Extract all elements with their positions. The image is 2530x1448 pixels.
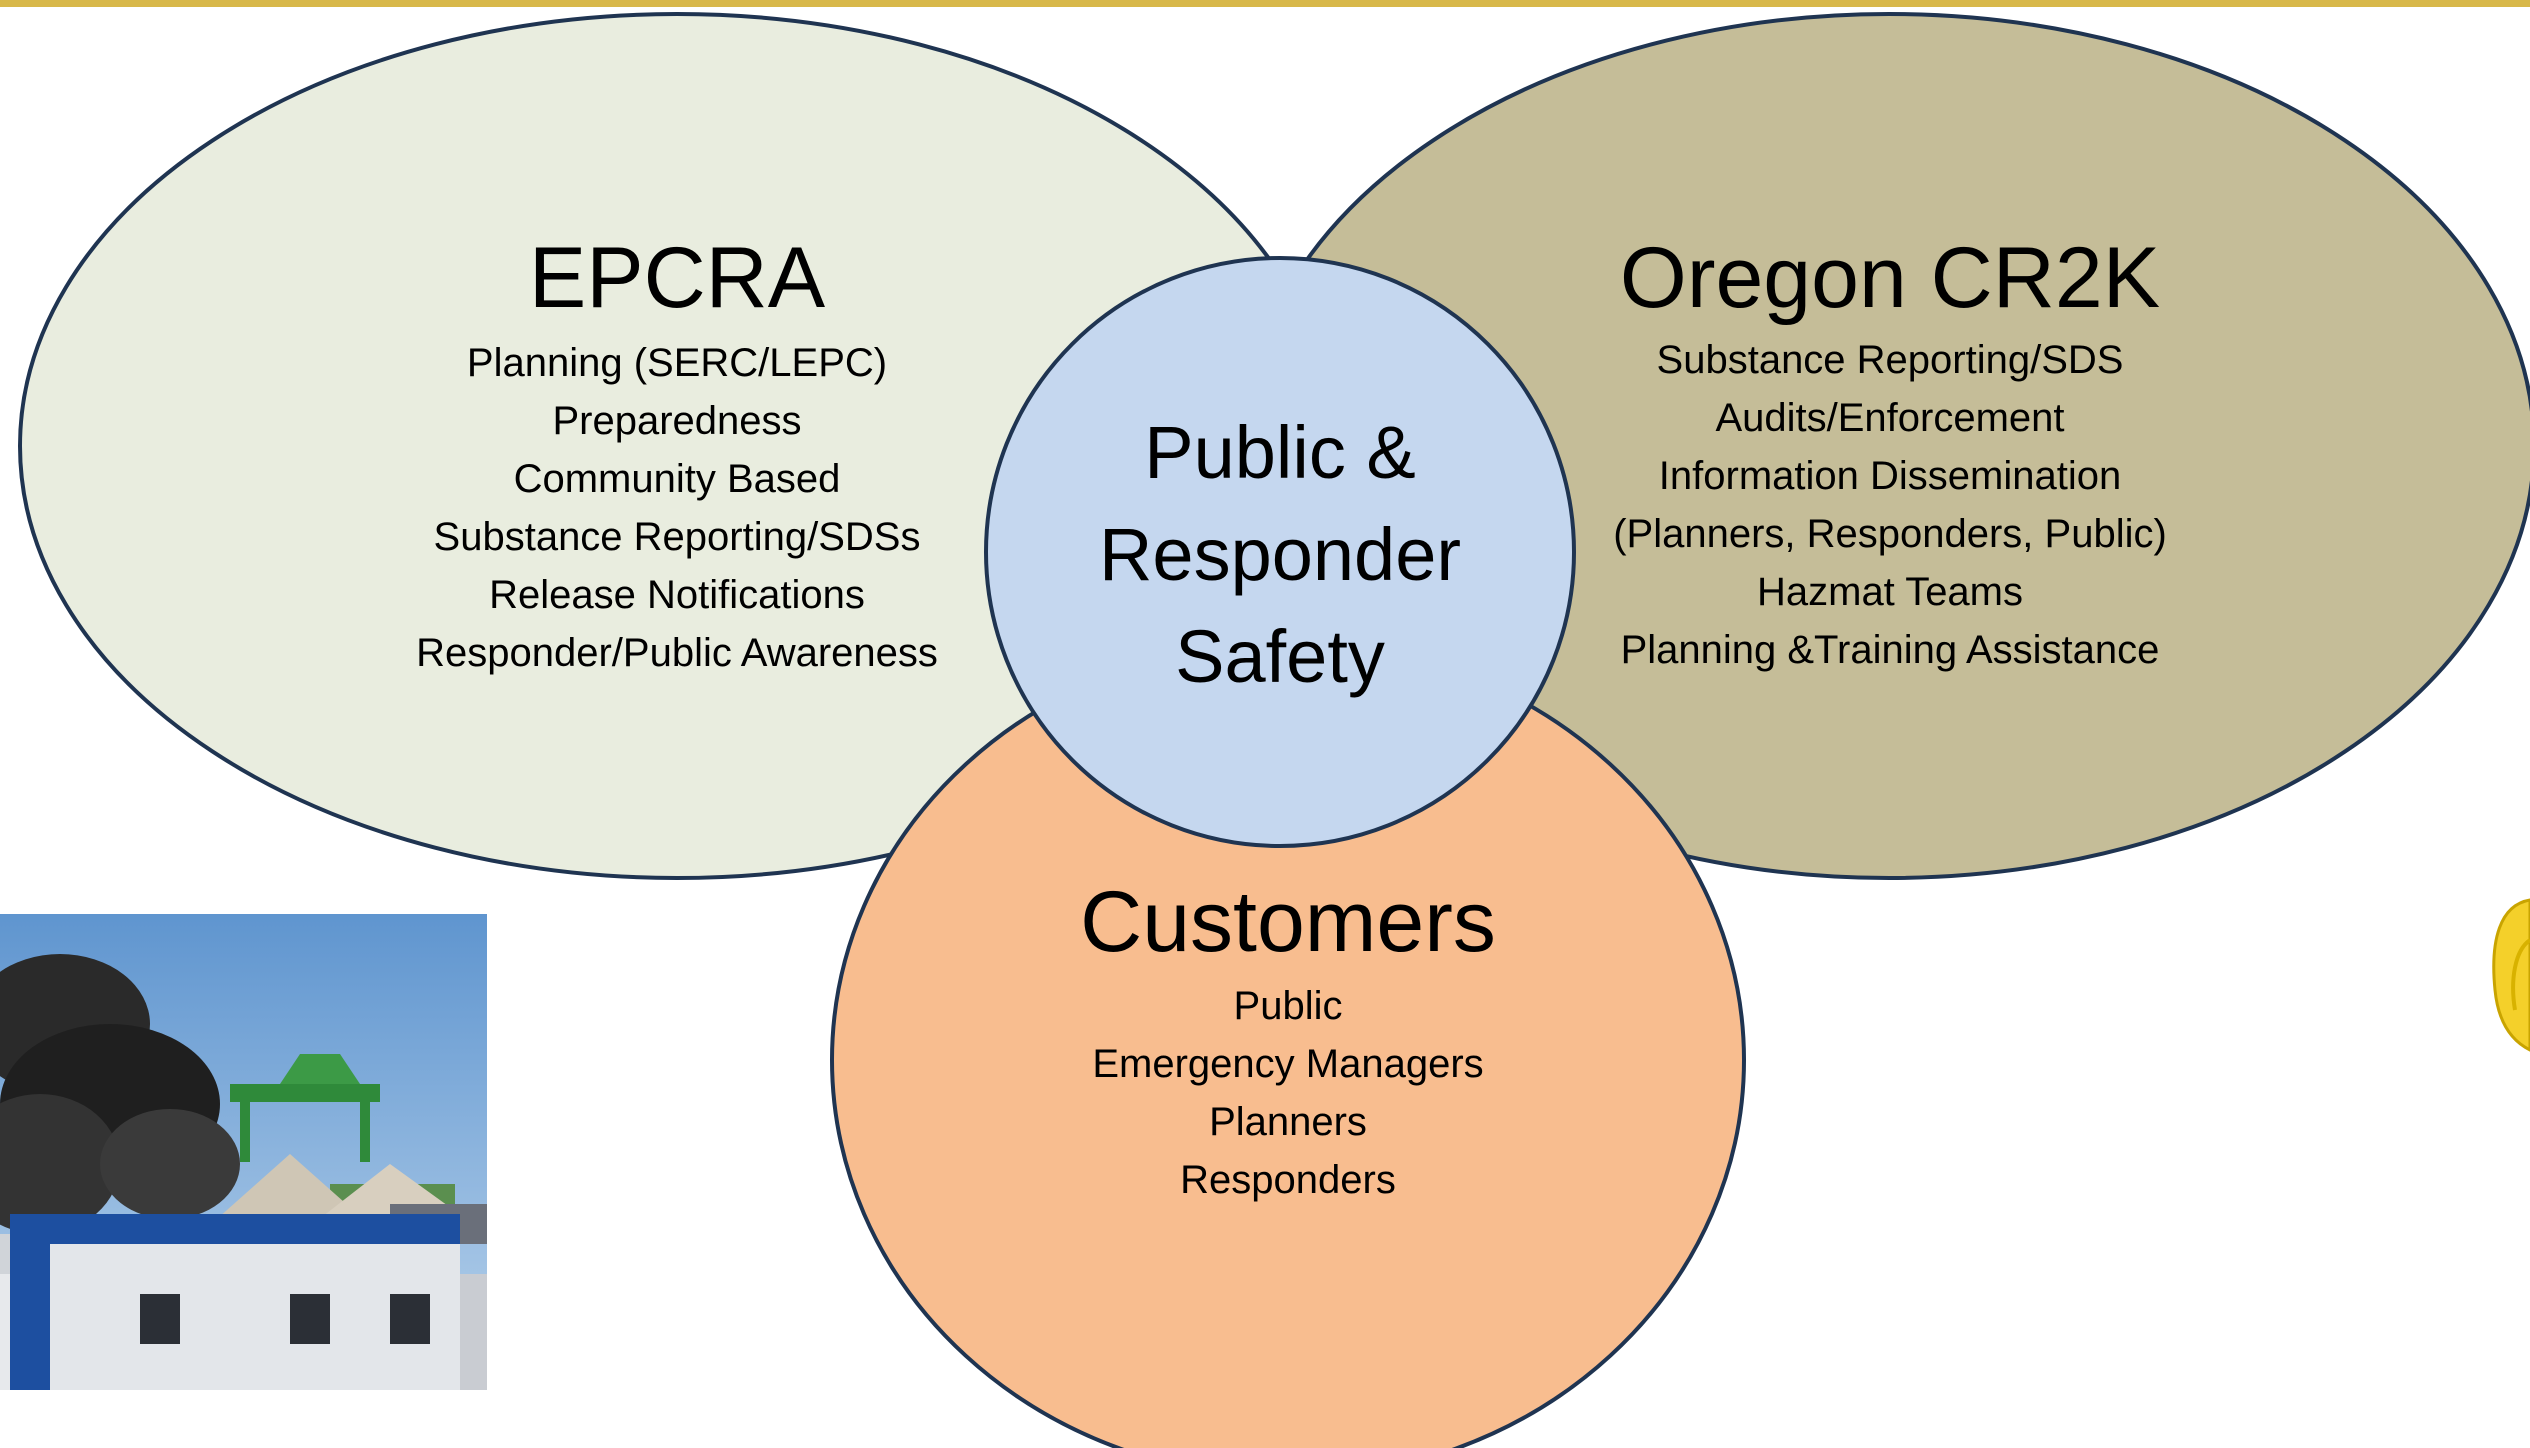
customers-title: Customers [1080,874,1496,970]
epcra-item: Planning (SERC/LEPC) [466,341,888,385]
yellow-hard-hat-icon [2490,880,2530,1080]
epcra-item: Community Based [513,457,841,501]
center-label: Public & Responder Safety [1030,402,1530,708]
cr2k-item: (Planners, Responders, Public) [1613,512,2167,556]
cr2k-item: Information Dissemination [1658,454,2122,498]
center-circle [984,256,1576,848]
customers-item: Responders [1180,1158,1396,1202]
customers-item-list: Public Emergency Managers Planners Respo… [988,977,1588,1209]
epcra-item: Substance Reporting/SDSs [433,515,921,559]
center-line: Public & [1144,411,1416,494]
cr2k-item: Planning &Training Assistance [1620,628,2160,672]
cr2k-item: Audits/Enforcement [1715,396,2065,440]
center-line: Responder [1098,513,1461,596]
top-accent-rule [0,0,2530,7]
customers-item: Planners [1209,1100,1367,1144]
center-line: Safety [1175,615,1385,698]
industrial-fire-photo [0,914,487,1390]
cr2k-title: Oregon CR2K [1619,230,2161,326]
epcra-item: Preparedness [552,399,802,443]
epcra-item-list: Planning (SERC/LEPC) Preparedness Commun… [327,334,1027,682]
epcra-title: EPCRA [528,230,826,326]
cr2k-item: Substance Reporting/SDS [1656,338,2124,382]
epcra-item: Responder/Public Awareness [416,631,938,675]
customers-item: Emergency Managers [1092,1042,1484,1086]
cr2k-item-list: Substance Reporting/SDS Audits/Enforceme… [1540,331,2240,679]
customers-item: Public [1233,984,1343,1028]
cr2k-item: Hazmat Teams [1756,570,2023,614]
epcra-item: Release Notifications [489,573,865,617]
